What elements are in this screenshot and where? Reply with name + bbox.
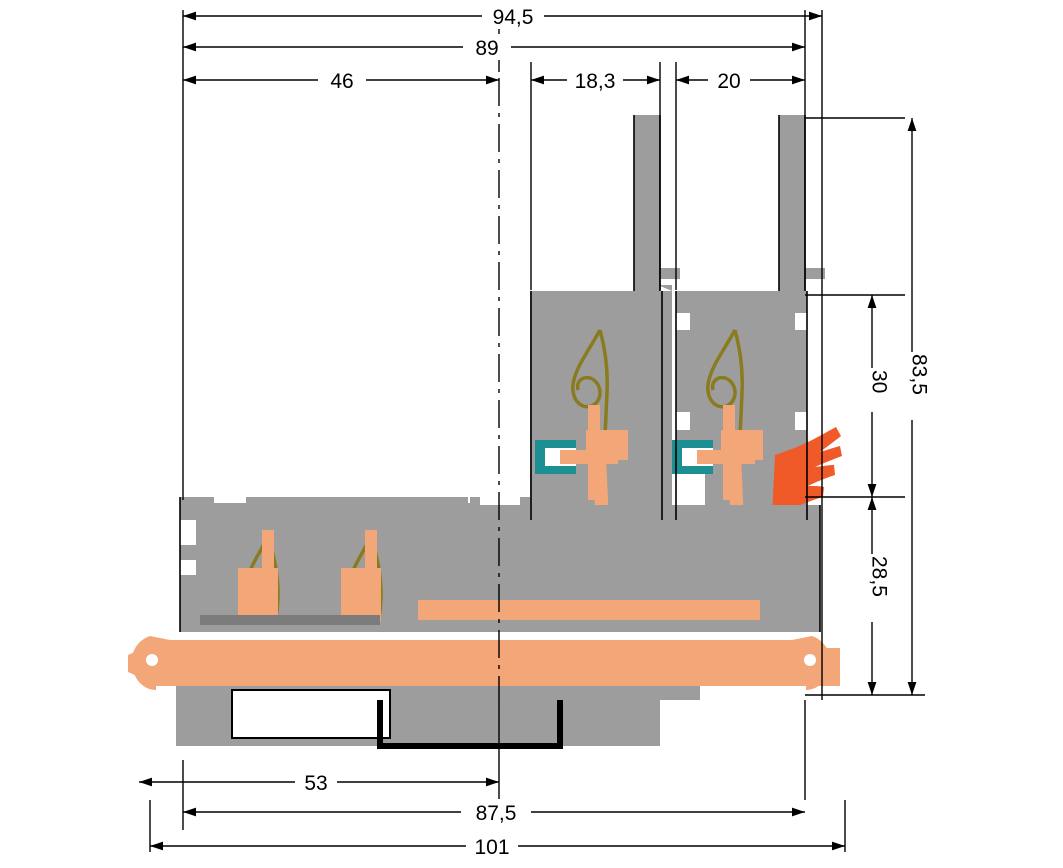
witness-lines	[149, 8, 925, 852]
din-rail-foot	[176, 686, 700, 746]
din-rail-profile	[377, 700, 563, 749]
rail-claw-right	[792, 636, 831, 690]
dimension-label-94-5: 94,5	[493, 6, 534, 29]
dimension-labels: 94,5 89 46 18,3 20 83,5 30 28,5 53 87,5 …	[295, 3, 931, 859]
dimension-label-28-5: 28,5	[868, 556, 891, 597]
dimension-label-101: 101	[474, 836, 509, 859]
dimension-label-46: 46	[330, 70, 353, 93]
dimension-label-53: 53	[304, 772, 327, 795]
dimension-label-89: 89	[475, 37, 498, 60]
dimension-label-20: 20	[717, 70, 740, 93]
rail-claw-left	[131, 636, 170, 690]
dimension-label-83-5: 83,5	[908, 354, 931, 395]
copper-contact-lower-left-2	[341, 530, 381, 622]
copper-contact-lower-left-1	[238, 530, 278, 622]
orange-busbar	[128, 600, 840, 686]
dimension-label-87-5: 87,5	[476, 802, 517, 825]
dimension-label-30: 30	[868, 370, 891, 393]
terminal-block-illustration	[128, 115, 842, 749]
test-port-clip-left	[535, 440, 618, 474]
dimension-label-18-3: 18,3	[575, 70, 616, 93]
